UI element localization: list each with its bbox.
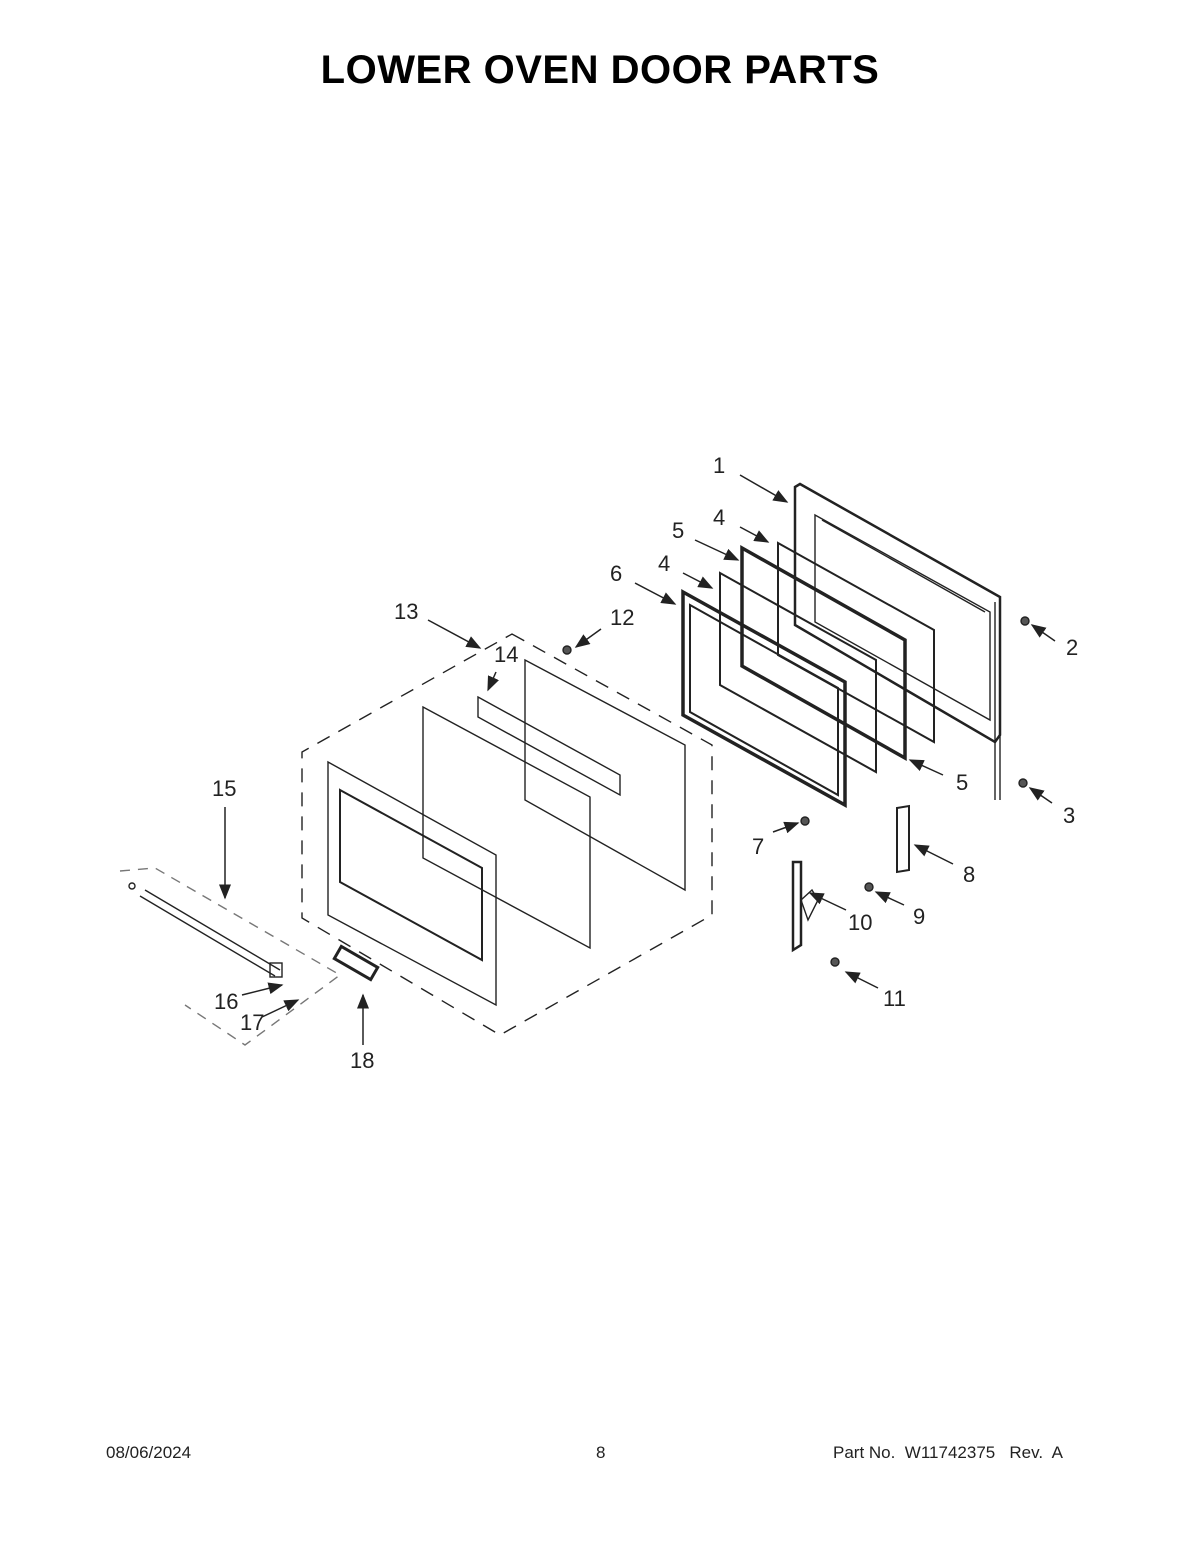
callout-11: 11 xyxy=(883,986,906,1011)
callout-16: 16 xyxy=(214,989,239,1014)
callout-14: 14 xyxy=(494,642,519,667)
handle-part-15 xyxy=(119,867,342,1046)
gasket-part-5 xyxy=(740,545,907,761)
callout-2: 2 xyxy=(1066,635,1079,660)
callout-13: 13 xyxy=(394,599,419,624)
footer-page-number: 8 xyxy=(596,1443,606,1462)
glass-part-4-back xyxy=(777,541,935,744)
inner-frame-part-6 xyxy=(681,589,847,808)
glass-part-4-front xyxy=(719,571,877,774)
screw-part-2 xyxy=(1020,616,1030,626)
page-title: LOWER OVEN DOOR PARTS xyxy=(320,48,880,92)
footer-part-number: Part No. W11742375 Rev. A xyxy=(833,1443,1063,1462)
callout-6: 6 xyxy=(610,561,623,586)
callout-3: 3 xyxy=(1063,803,1076,828)
door-frame-part-1 xyxy=(793,482,1002,800)
screw-part-7 xyxy=(800,816,810,826)
hinge-part-10 xyxy=(791,860,819,953)
callout-17: 17 xyxy=(240,1010,265,1035)
callout-18: 18 xyxy=(350,1048,375,1073)
callout-12: 12 xyxy=(610,605,635,630)
callout-5-bottom: 5 xyxy=(956,770,969,795)
callout-9: 9 xyxy=(913,904,926,929)
footer-date: 08/06/2024 xyxy=(106,1443,192,1462)
assembly-box-part-13 xyxy=(301,633,713,1036)
hinge-receptacle-part-8 xyxy=(896,804,910,874)
logo-badge-part-18 xyxy=(332,944,380,982)
screw-part-9 xyxy=(864,882,874,892)
screw-part-3 xyxy=(1018,778,1028,788)
callout-4-back: 4 xyxy=(713,505,726,530)
callout-1: 1 xyxy=(713,453,726,478)
callout-15: 15 xyxy=(212,776,237,801)
screw-part-11 xyxy=(830,957,840,967)
screw-part-12 xyxy=(562,645,572,655)
callout-7: 7 xyxy=(752,834,765,859)
callout-5-top: 5 xyxy=(672,518,685,543)
callout-8: 8 xyxy=(963,862,976,887)
callout-4-front: 4 xyxy=(658,551,671,576)
callout-10: 10 xyxy=(848,910,873,935)
